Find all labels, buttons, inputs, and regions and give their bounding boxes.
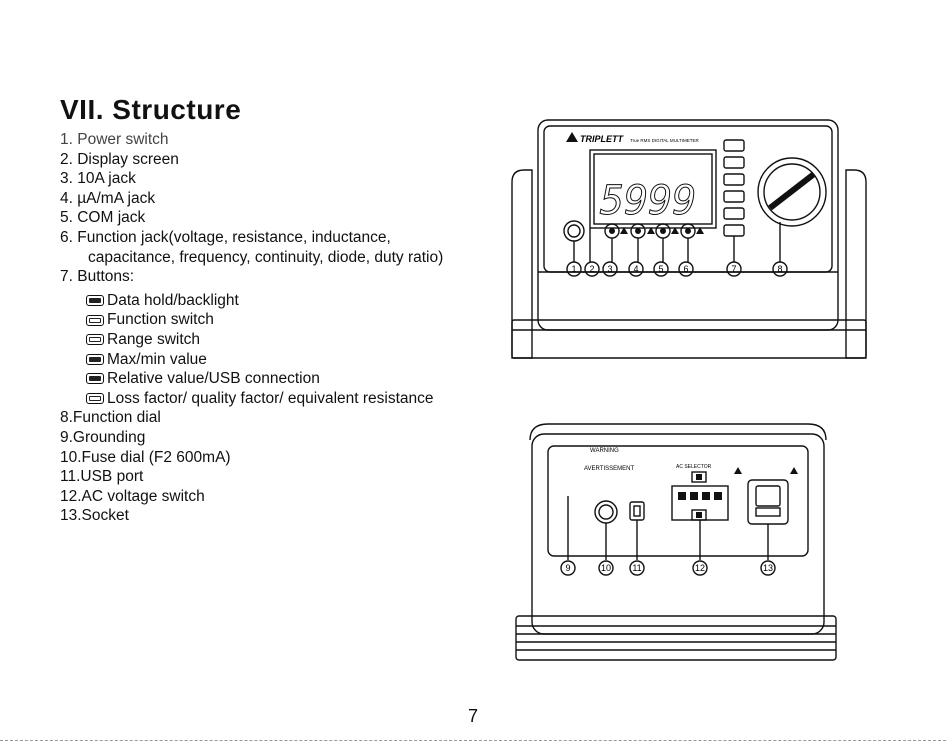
list-item: 9.Grounding	[60, 428, 146, 446]
button-item-select: Function switch	[60, 310, 510, 330]
triplett-logo-icon	[566, 132, 578, 142]
warning-label: WARNING	[590, 448, 619, 454]
rear-view-diagram: WARNING AVERTISSEMENT AC SELECTOR 9 10 1…	[515, 423, 837, 661]
button-item-hold: Data hold/backlight	[60, 291, 510, 311]
maxmin-key-icon	[86, 353, 104, 365]
list-item: 10.Fuse dial (F2 600mA)	[60, 448, 231, 466]
list-item: 5. COM jack	[60, 209, 146, 227]
list-item: 13.Socket	[60, 507, 129, 525]
list-item: 6. Function jack(voltage, resistance, in…	[60, 228, 391, 246]
list-item: 7. Buttons:	[60, 268, 135, 286]
button-item-dqr: Loss factor/ quality factor/ equivalent …	[60, 389, 510, 409]
callout-8: 8	[777, 264, 782, 274]
callout-13: 13	[763, 563, 773, 573]
hold-key-icon	[86, 295, 104, 307]
callout-2: 2	[589, 264, 594, 274]
section-title: VII. Structure	[60, 94, 242, 125]
callout-6: 6	[683, 264, 688, 274]
list-item: capacitance, frequency, continuity, diod…	[88, 248, 444, 266]
list-item: 11.USB port	[60, 468, 144, 486]
brand-label: TRIPLETT	[580, 134, 624, 144]
page-divider	[0, 740, 946, 741]
list-item: 12.AC voltage switch	[60, 487, 205, 505]
page-number: 7	[468, 706, 479, 726]
list-item: 2. Display screen	[60, 150, 179, 168]
list-item: 3. 10A jack	[60, 170, 136, 188]
callout-1: 1	[571, 264, 576, 274]
button-item-maxmin: Max/min value	[60, 350, 510, 370]
callout-3: 3	[607, 264, 612, 274]
button-item-range: Range switch	[60, 330, 510, 350]
callout-7: 7	[731, 264, 736, 274]
callout-9: 9	[565, 563, 570, 573]
dqr-key-icon	[86, 393, 104, 405]
rel-key-icon	[86, 373, 104, 385]
ac-selector-label: AC SELECTOR	[676, 464, 712, 470]
display-reading: 5999	[600, 178, 696, 224]
callout-11: 11	[632, 563, 641, 573]
model-label: True RMS DIGITAL MULTIMETER	[630, 138, 700, 143]
list-item: 8.Function dial	[60, 409, 161, 427]
callout-4: 4	[633, 264, 638, 274]
front-view-diagram: TRIPLETT True RMS DIGITAL MULTIMETER 599…	[511, 119, 867, 359]
callout-12: 12	[695, 563, 705, 573]
list-item: 1. Power switch	[60, 131, 169, 148]
avertissement-label: AVERTISSEMENT	[584, 466, 634, 472]
callout-5: 5	[658, 264, 663, 274]
list-item: 4. µA/mA jack	[60, 189, 156, 207]
range-key-icon	[86, 334, 104, 346]
structure-list: 1. Power switch 2. Display screen 3. 10A…	[60, 130, 510, 526]
callout-10: 10	[601, 563, 611, 573]
select-key-icon	[86, 314, 104, 326]
button-item-rel: Relative value/USB connection	[60, 369, 510, 389]
